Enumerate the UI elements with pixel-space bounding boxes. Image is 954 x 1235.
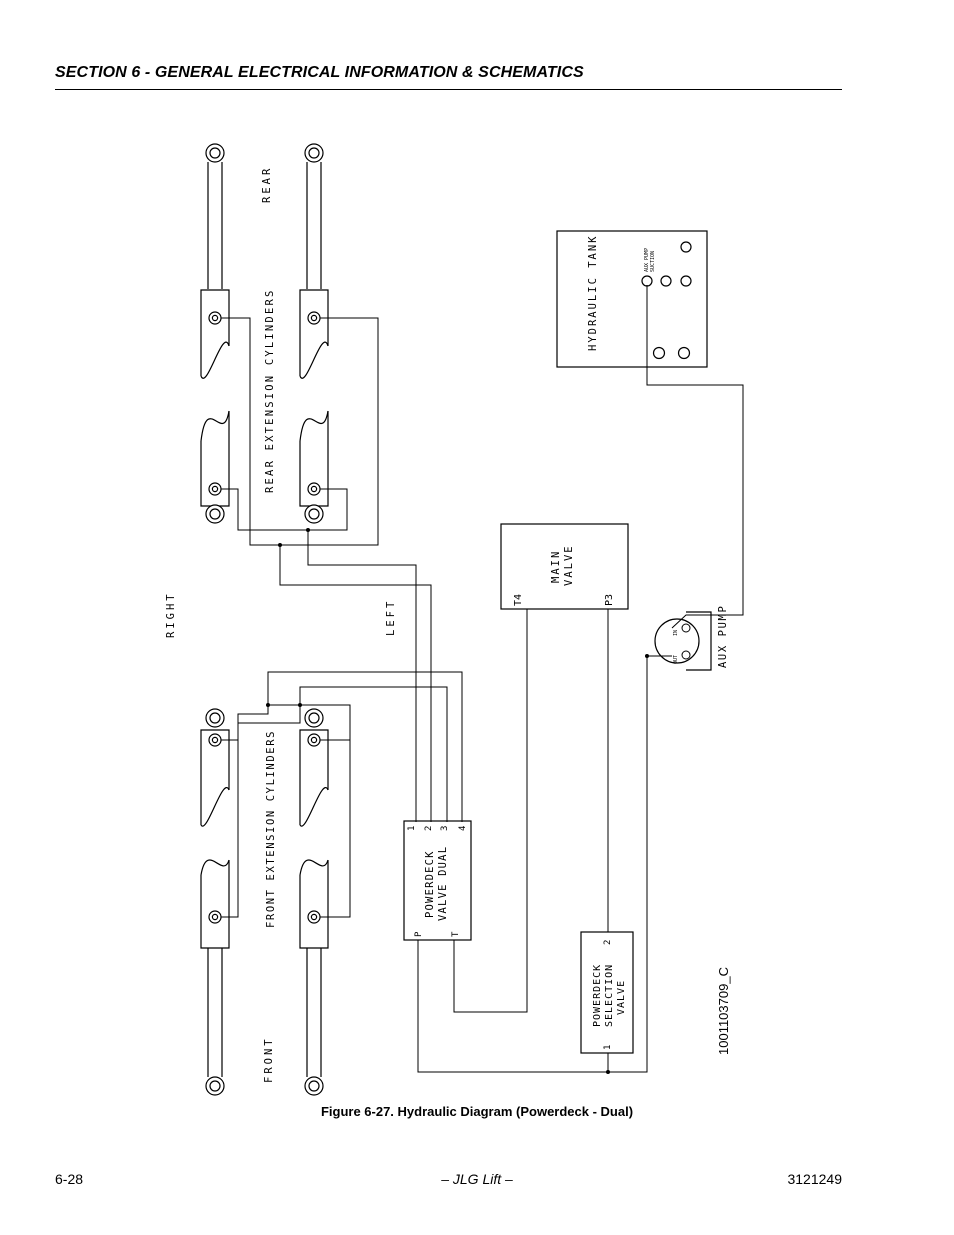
selection-valve-label-3: VALVE xyxy=(616,980,627,1015)
powerdeck-selection-valve: POWERDECK SELECTION VALVE 1 2 xyxy=(580,931,634,1054)
right-label: RIGHT xyxy=(165,591,177,638)
rear-right-cylinder xyxy=(200,143,230,524)
main-valve-label-2: VALVE xyxy=(563,544,575,586)
selection-valve-port-2: 2 xyxy=(603,940,613,945)
selection-valve-port-1: 1 xyxy=(603,1045,613,1050)
left-label: LEFT xyxy=(385,599,397,636)
hydraulic-lines xyxy=(221,285,744,1073)
selection-valve-label-1: POWERDECK xyxy=(592,964,603,1027)
rear-label: REAR xyxy=(261,166,273,203)
front-left-cylinder xyxy=(299,708,329,1096)
rear-cylinders-label: REAR EXTENSION CYLINDERS xyxy=(264,288,276,493)
powerdeck-dual-port-t: T xyxy=(451,931,461,937)
line-junctions xyxy=(266,528,649,1074)
hydraulic-tank-label: HYDRAULIC TANK xyxy=(587,234,599,351)
tank-port-label-2: SUCTION xyxy=(650,251,656,272)
pump-in-label: IN xyxy=(673,630,679,636)
powerdeck-dual-label-2: VALVE DUAL xyxy=(437,846,449,921)
footer-center: – JLG Lift – xyxy=(441,1171,513,1187)
aux-pump: IN OUT AUX PUMP xyxy=(654,605,729,671)
hydraulic-tank: HYDRAULIC TANK AUX PUMP SUCTION xyxy=(556,230,708,368)
drawing-number: 1001103709_C xyxy=(716,967,731,1055)
powerdeck-dual-port-p: P xyxy=(414,931,424,937)
main-valve-label-1: MAIN xyxy=(550,550,562,583)
tank-port-label-1: AUX PUMP xyxy=(644,248,650,272)
powerdeck-dual-port-4: 4 xyxy=(458,826,468,831)
pump-out-label: OUT xyxy=(673,655,679,664)
powerdeck-dual-port-1: 1 xyxy=(407,826,417,831)
aux-pump-label: AUX PUMP xyxy=(717,605,729,668)
powerdeck-dual-label-1: POWERDECK xyxy=(424,850,436,918)
selection-valve-label-2: SELECTION xyxy=(604,964,615,1027)
main-valve: MAIN VALVE T4 P3 xyxy=(500,523,629,610)
front-label: FRONT xyxy=(263,1036,275,1083)
page-number: 6-28 xyxy=(55,1171,84,1187)
front-right-cylinder xyxy=(200,708,230,1096)
header-rule xyxy=(55,89,842,90)
main-valve-port-t: T4 xyxy=(513,594,524,606)
rear-left-cylinder xyxy=(299,143,329,524)
figure-caption: Figure 6-27. Hydraulic Diagram (Powerdec… xyxy=(320,1104,634,1119)
doc-number: 3121249 xyxy=(787,1171,842,1187)
powerdeck-dual-port-3: 3 xyxy=(440,826,450,831)
front-cylinders-label: FRONT EXTENSION CYLINDERS xyxy=(265,730,277,928)
powerdeck-dual-port-2: 2 xyxy=(424,826,434,831)
main-valve-port-p: P3 xyxy=(604,594,615,606)
powerdeck-valve-dual: POWERDECK VALVE DUAL 1 2 3 4 P T xyxy=(403,820,472,941)
section-title: SECTION 6 - GENERAL ELECTRICAL INFORMATI… xyxy=(55,64,584,81)
